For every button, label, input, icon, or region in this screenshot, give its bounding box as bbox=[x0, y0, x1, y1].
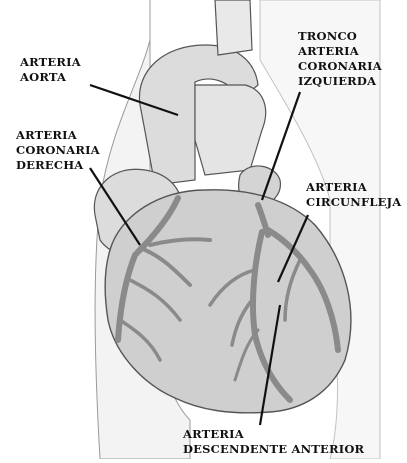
label-right-coronary-line2: CORONARIA bbox=[16, 143, 100, 158]
label-right-coronary: ARTERIA CORONARIA DERECHA bbox=[16, 128, 100, 173]
label-lad-line1: ARTERIA bbox=[183, 427, 364, 442]
label-right-coronary-line3: DERECHA bbox=[16, 158, 100, 173]
label-aorta: ARTERIA AORTA bbox=[20, 55, 81, 85]
great-vessels bbox=[139, 0, 265, 185]
label-left-main-line4: IZQUIERDA bbox=[298, 74, 382, 89]
label-right-coronary-line1: ARTERIA bbox=[16, 128, 100, 143]
label-left-main-line3: CORONARIA bbox=[298, 59, 382, 74]
label-aorta-line1: ARTERIA bbox=[20, 55, 81, 70]
label-lad: ARTERIA DESCENDENTE ANTERIOR bbox=[183, 427, 364, 457]
label-left-main: TRONCO ARTERIA CORONARIA IZQUIERDA bbox=[298, 29, 382, 89]
label-circumflex-line2: CIRCUNFLEJA bbox=[306, 195, 401, 210]
label-left-main-line1: TRONCO bbox=[298, 29, 382, 44]
label-lad-line2: DESCENDENTE ANTERIOR bbox=[183, 442, 364, 457]
label-circumflex-line1: ARTERIA bbox=[306, 180, 401, 195]
label-left-main-line2: ARTERIA bbox=[298, 44, 382, 59]
label-aorta-line2: AORTA bbox=[20, 70, 81, 85]
label-circumflex: ARTERIA CIRCUNFLEJA bbox=[306, 180, 401, 210]
